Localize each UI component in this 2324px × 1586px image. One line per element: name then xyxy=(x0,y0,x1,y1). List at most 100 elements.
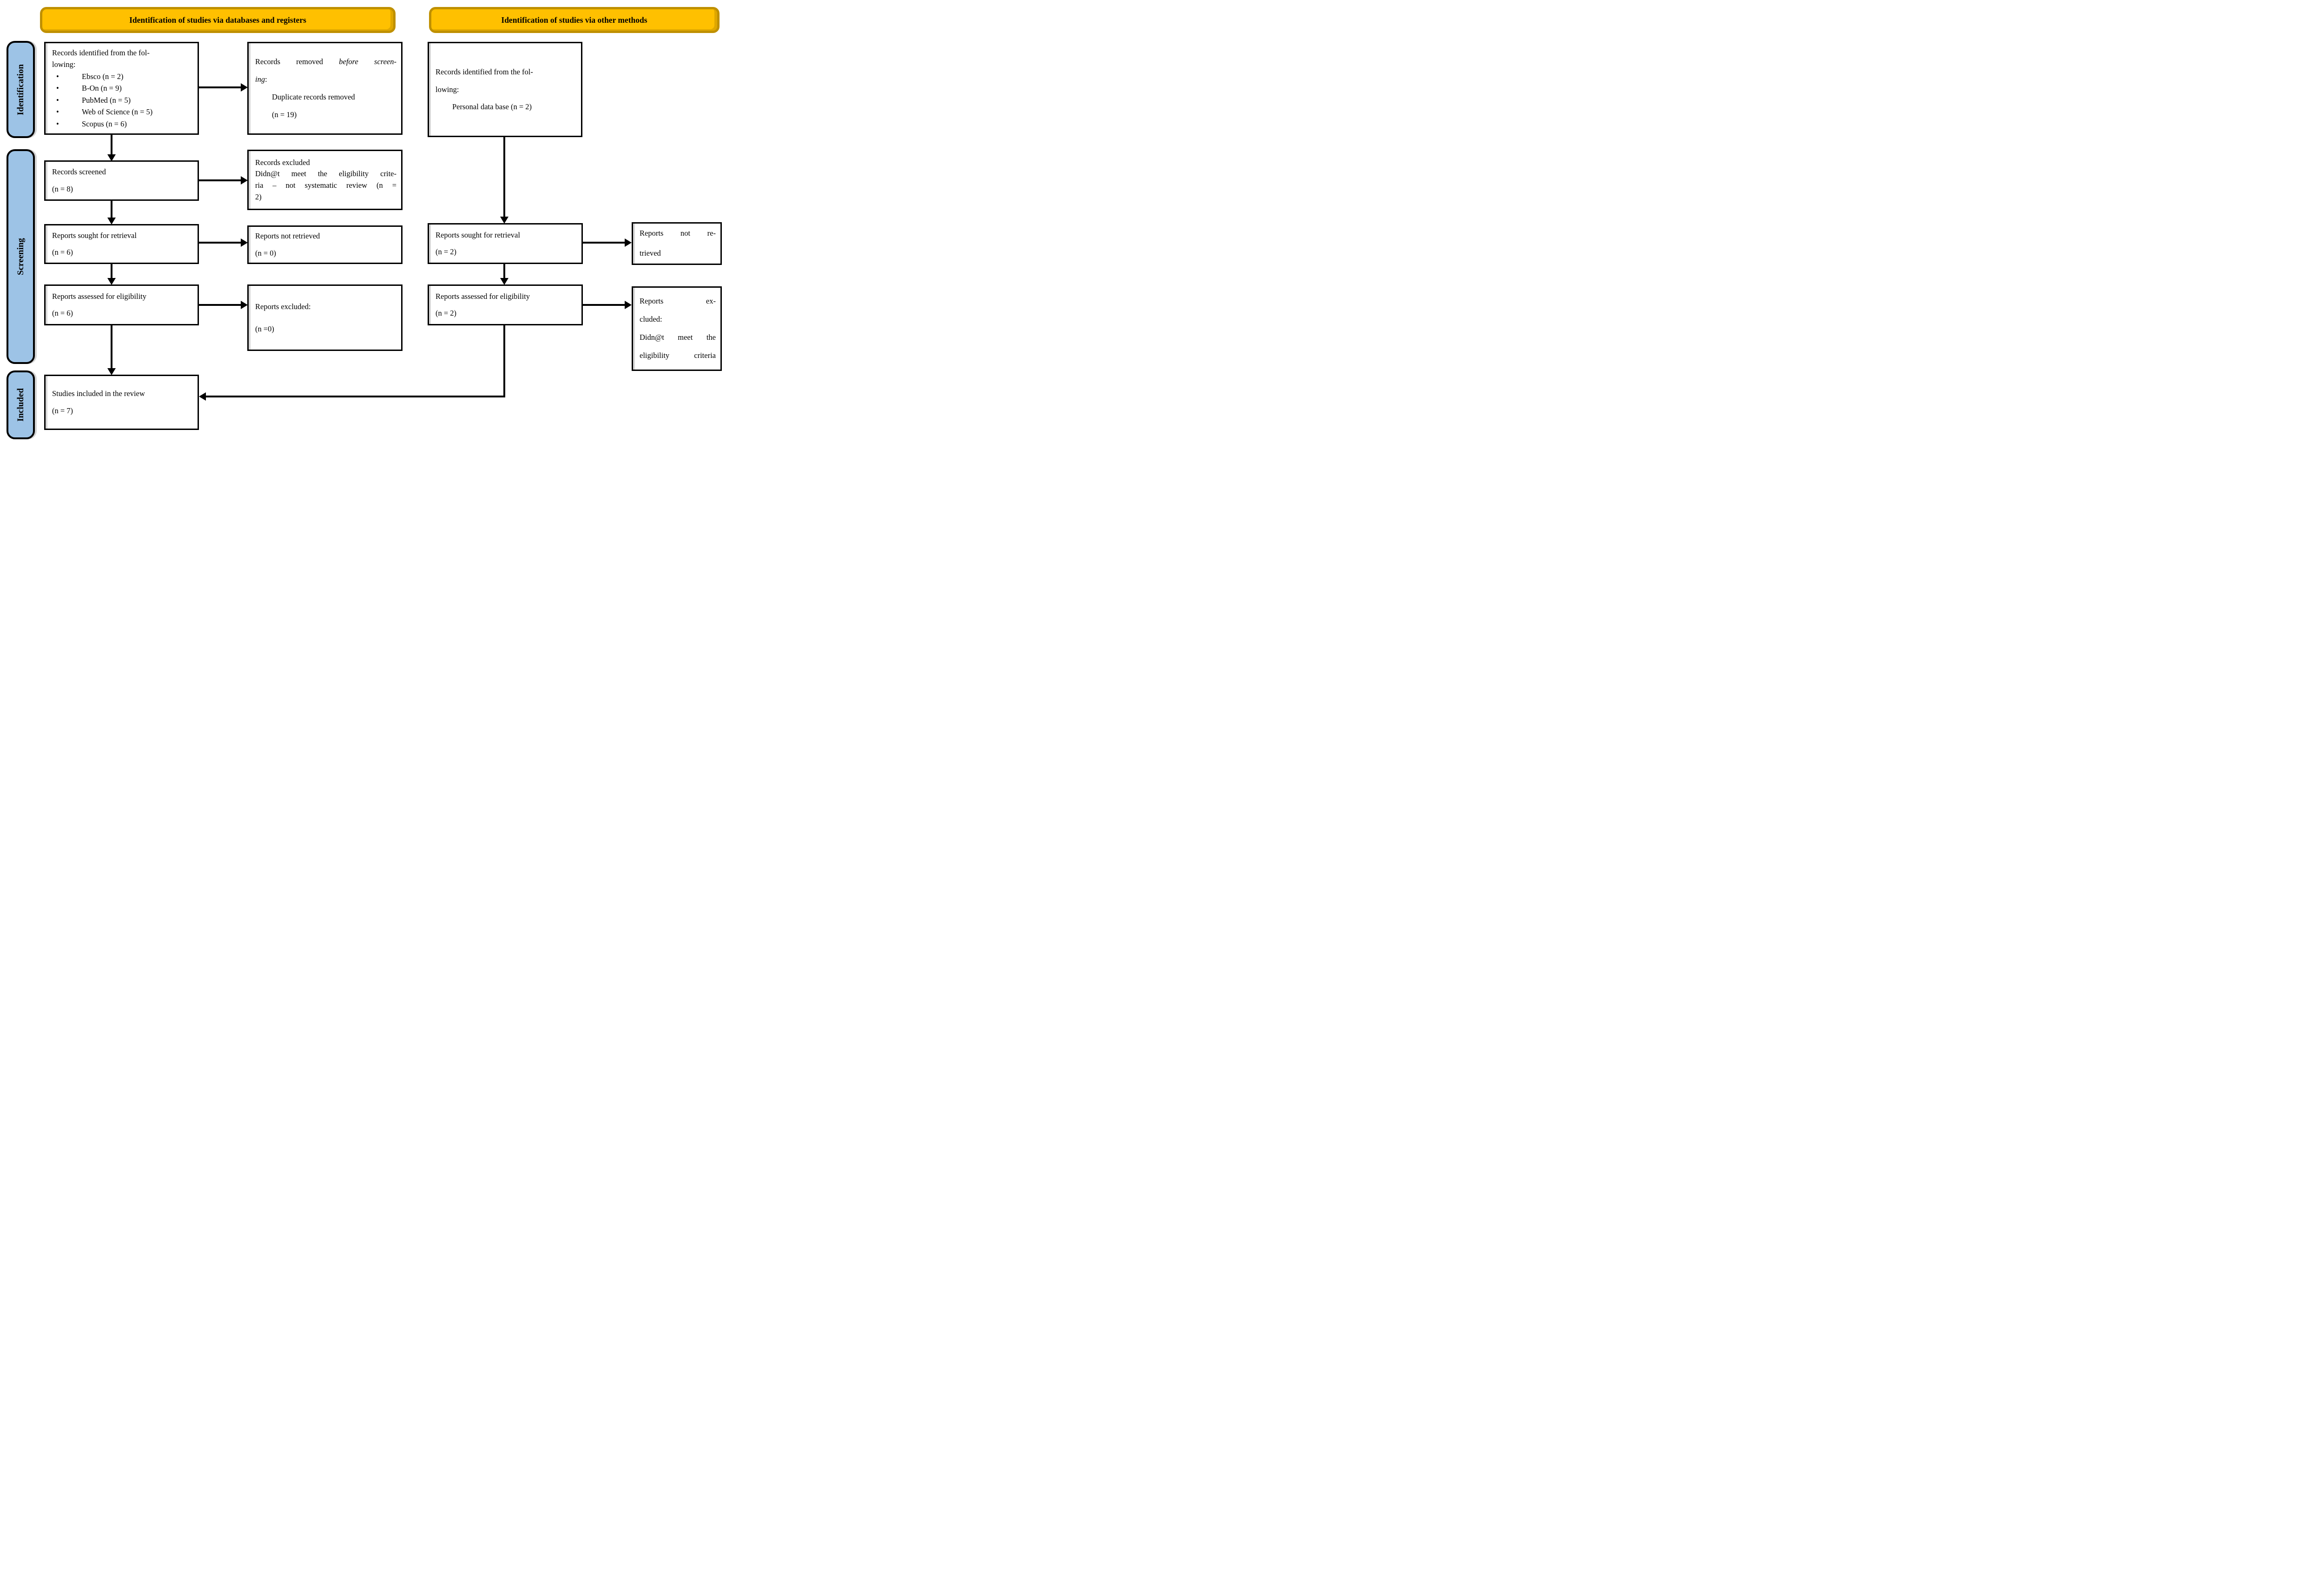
arrowhead-down-icon xyxy=(107,278,116,285)
arrowhead-down-icon xyxy=(500,278,508,285)
arrowhead-down-icon xyxy=(107,218,116,225)
arrowhead-down-icon xyxy=(500,217,508,224)
header-other-methods: Identification of studies via other meth… xyxy=(429,7,720,33)
box-records-removed-before-screening: Records removed before screen- ing: Dupl… xyxy=(247,42,403,135)
box-line: Records identified from the fol- xyxy=(436,67,533,76)
box-records-screened: Records screened (n = 8) xyxy=(44,160,199,201)
box-line: eligibility criteria xyxy=(640,350,716,360)
database-list-item: • B-On (n = 9) xyxy=(52,82,193,94)
bullet-icon: • xyxy=(56,119,59,128)
box-line: lowing: xyxy=(436,85,459,94)
arrow-other-sought-to-not-retrieved xyxy=(583,242,625,244)
box-reports-excluded-databases: Reports excluded: (n =0) xyxy=(247,284,403,351)
box-line: (n = 19) xyxy=(272,110,297,119)
header-databases-registers-label: Identification of studies via databases … xyxy=(129,15,306,25)
box-reports-not-retrieved-other: Reports not re- trieved xyxy=(632,222,722,265)
arrow-other-assessed-elbow-vertical xyxy=(503,325,505,397)
box-line: Personal data base (n = 2) xyxy=(452,102,532,112)
arrow-sought-to-not-retrieved xyxy=(199,242,242,244)
box-line: Didn@t meet the eligibility crite- xyxy=(255,169,396,178)
box-line: Reports sought for retrieval xyxy=(436,230,520,239)
box-line: (n = 0) xyxy=(255,248,277,258)
arrow-other-assessed-to-included xyxy=(206,396,505,397)
arrowhead-right-icon xyxy=(625,301,632,309)
arrowhead-right-icon xyxy=(241,301,248,309)
box-line: Records identified from the fol- xyxy=(52,48,150,57)
prisma-flow-diagram: Identification of studies via databases … xyxy=(0,0,727,444)
arrow-identified-to-screened xyxy=(111,135,112,156)
box-line: Reports assessed for eligibility xyxy=(436,291,530,301)
bullet-icon: • xyxy=(56,72,59,81)
header-databases-registers: Identification of studies via databases … xyxy=(40,7,396,33)
box-studies-included: Studies included in the review (n = 7) xyxy=(44,375,199,430)
box-records-excluded: Records excluded Didn@t meet the eligibi… xyxy=(247,150,403,210)
database-list-item: • Scopus (n = 6) xyxy=(52,118,193,130)
arrowhead-down-icon xyxy=(107,154,116,161)
box-line: Duplicate records removed xyxy=(272,93,355,101)
bullet-icon: • xyxy=(56,84,59,93)
box-line: Reports not re- xyxy=(640,229,716,238)
arrowhead-right-icon xyxy=(241,83,248,92)
database-label: Web of Science (n = 5) xyxy=(82,107,153,117)
bullet-icon: • xyxy=(56,95,59,105)
box-line: ing: xyxy=(255,75,267,84)
box-line: Reports ex- xyxy=(640,297,716,306)
box-reports-assessed-other: Reports assessed for eligibility (n = 2) xyxy=(428,284,583,325)
stage-identification: Identification xyxy=(7,41,35,138)
arrow-screened-to-excluded xyxy=(199,179,242,181)
box-line: Records removed before screen- xyxy=(255,57,396,66)
box-reports-sought-other: Reports sought for retrieval (n = 2) xyxy=(428,223,583,264)
box-line: lowing: xyxy=(52,60,76,69)
box-reports-not-retrieved-databases: Reports not retrieved (n = 0) xyxy=(247,225,403,264)
bullet-icon: • xyxy=(56,107,59,117)
database-label: Ebsco (n = 2) xyxy=(82,72,124,81)
box-line: (n = 7) xyxy=(52,406,73,415)
box-records-identified-databases: Records identified from the fol- lowing:… xyxy=(44,42,199,135)
arrow-sought-to-assessed xyxy=(111,264,112,279)
box-line: Reports assessed for eligibility xyxy=(52,291,147,301)
box-line: Records screened xyxy=(52,167,106,177)
box-records-identified-other: Records identified from the fol- lowing:… xyxy=(428,42,582,137)
box-line: (n = 8) xyxy=(52,184,73,193)
box-line: Reports not retrieved xyxy=(255,231,320,241)
box-line: (n = 2) xyxy=(436,247,457,256)
box-reports-excluded-other: Reports ex- cluded: Didn@t meet the elig… xyxy=(632,286,722,371)
stage-screening-label: Screening xyxy=(15,238,26,275)
box-line: (n = 2) xyxy=(436,309,457,317)
database-list-item: • Ebsco (n = 2) xyxy=(52,71,193,83)
arrow-assessed-to-reports-excluded xyxy=(199,304,242,306)
database-list-item: • PubMed (n = 5) xyxy=(52,94,193,106)
box-line: trieved xyxy=(640,249,661,258)
box-reports-assessed-databases: Reports assessed for eligibility (n = 6) xyxy=(44,284,199,325)
box-line: Studies included in the review xyxy=(52,389,145,398)
arrow-other-assessed-to-excluded xyxy=(583,304,625,306)
arrow-other-sought-to-assessed xyxy=(503,264,505,279)
box-line: cluded: xyxy=(640,315,662,324)
database-label: B-On (n = 9) xyxy=(82,84,122,93)
arrowhead-right-icon xyxy=(241,238,248,247)
box-line: (n =0) xyxy=(255,324,274,333)
box-line: Reports excluded: xyxy=(255,302,311,311)
box-line: Didn@t meet the xyxy=(640,333,716,342)
arrow-assessed-to-included xyxy=(111,325,112,369)
arrow-other-identified-to-sought xyxy=(503,137,505,218)
arrowhead-right-icon xyxy=(625,238,632,247)
arrow-screened-to-sought xyxy=(111,201,112,218)
database-label: Scopus (n = 6) xyxy=(82,119,127,128)
box-line: ria – not systematic review (n = xyxy=(255,181,396,190)
arrow-identified-to-removed xyxy=(199,86,242,88)
header-other-methods-label: Identification of studies via other meth… xyxy=(501,15,647,25)
box-line: (n = 6) xyxy=(52,309,73,317)
box-line: (n = 6) xyxy=(52,248,73,257)
stage-included-label: Included xyxy=(15,388,26,422)
stage-identification-label: Identification xyxy=(15,64,26,115)
stage-included: Included xyxy=(7,370,35,439)
arrowhead-right-icon xyxy=(241,176,248,185)
arrowhead-down-icon xyxy=(107,368,116,375)
database-label: PubMed (n = 5) xyxy=(82,95,131,105)
box-line: 2) xyxy=(255,192,262,201)
box-line: Records excluded xyxy=(255,158,310,167)
stage-screening: Screening xyxy=(7,149,35,364)
box-reports-sought-databases: Reports sought for retrieval (n = 6) xyxy=(44,224,199,264)
database-list-item: • Web of Science (n = 5) xyxy=(52,106,193,118)
